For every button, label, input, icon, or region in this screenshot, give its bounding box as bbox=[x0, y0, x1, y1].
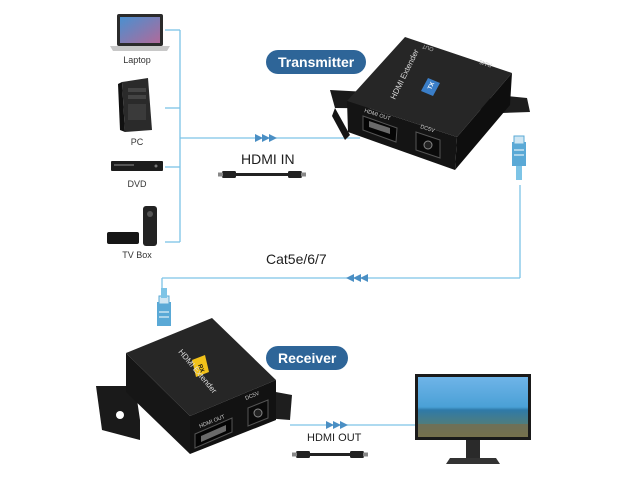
tx-port-power-label: DC5V bbox=[419, 124, 435, 134]
arrow-right-icon bbox=[333, 421, 341, 429]
rx-badge bbox=[192, 355, 209, 377]
arrow-left-icon bbox=[360, 274, 368, 282]
dc-power-port-icon bbox=[247, 399, 269, 427]
laptop-icon bbox=[110, 14, 170, 51]
receiver-label: Receiver bbox=[266, 346, 349, 370]
hdmi-in-label: HDMI IN bbox=[241, 151, 295, 167]
source-label-laptop: Laptop bbox=[123, 55, 151, 65]
hdmi-port-icon bbox=[362, 115, 398, 143]
arrow-left-icon bbox=[346, 274, 354, 282]
arrow-right-icon bbox=[326, 421, 334, 429]
ethernet-plug-icon bbox=[512, 135, 526, 180]
tv-box-icon bbox=[107, 206, 157, 246]
dvd-player-icon bbox=[111, 161, 163, 171]
rx-badge-text: RX bbox=[196, 364, 204, 374]
source-label-dvd: DVD bbox=[127, 179, 147, 189]
tx-rear-right-label: RJ45 bbox=[479, 58, 493, 68]
cat-cable-label: Cat5e/6/7 bbox=[266, 251, 327, 267]
arrow-right-icon bbox=[255, 134, 263, 142]
flow-arrows bbox=[255, 134, 368, 429]
hdmi-out-label: HDMI OUT bbox=[307, 432, 362, 444]
pc-tower-icon bbox=[118, 78, 152, 132]
arrow-left-icon bbox=[353, 274, 361, 282]
dc-power-port-icon bbox=[415, 131, 441, 159]
arrow-right-icon bbox=[262, 134, 270, 142]
hdmi-cable-icon bbox=[218, 171, 306, 178]
receiver-unit bbox=[96, 318, 292, 454]
source-label-tv-box: TV Box bbox=[122, 250, 152, 260]
ethernet-plug-icon bbox=[157, 288, 171, 326]
tx-rear-left-label: OUT bbox=[421, 42, 435, 51]
tx-badge bbox=[421, 78, 440, 96]
transmitter-unit bbox=[330, 37, 530, 170]
transmitter-label: Transmitter bbox=[266, 50, 367, 74]
arrow-right-icon bbox=[269, 134, 277, 142]
hdmi-cable-icon bbox=[292, 451, 368, 458]
rx-port-power-label: DC5V bbox=[245, 391, 261, 402]
source-label-pc: PC bbox=[130, 137, 144, 147]
hdmi-port-icon bbox=[194, 417, 233, 449]
arrow-right-icon bbox=[340, 421, 348, 429]
tx-badge-text: TX bbox=[427, 81, 436, 91]
monitor-icon bbox=[415, 374, 531, 464]
